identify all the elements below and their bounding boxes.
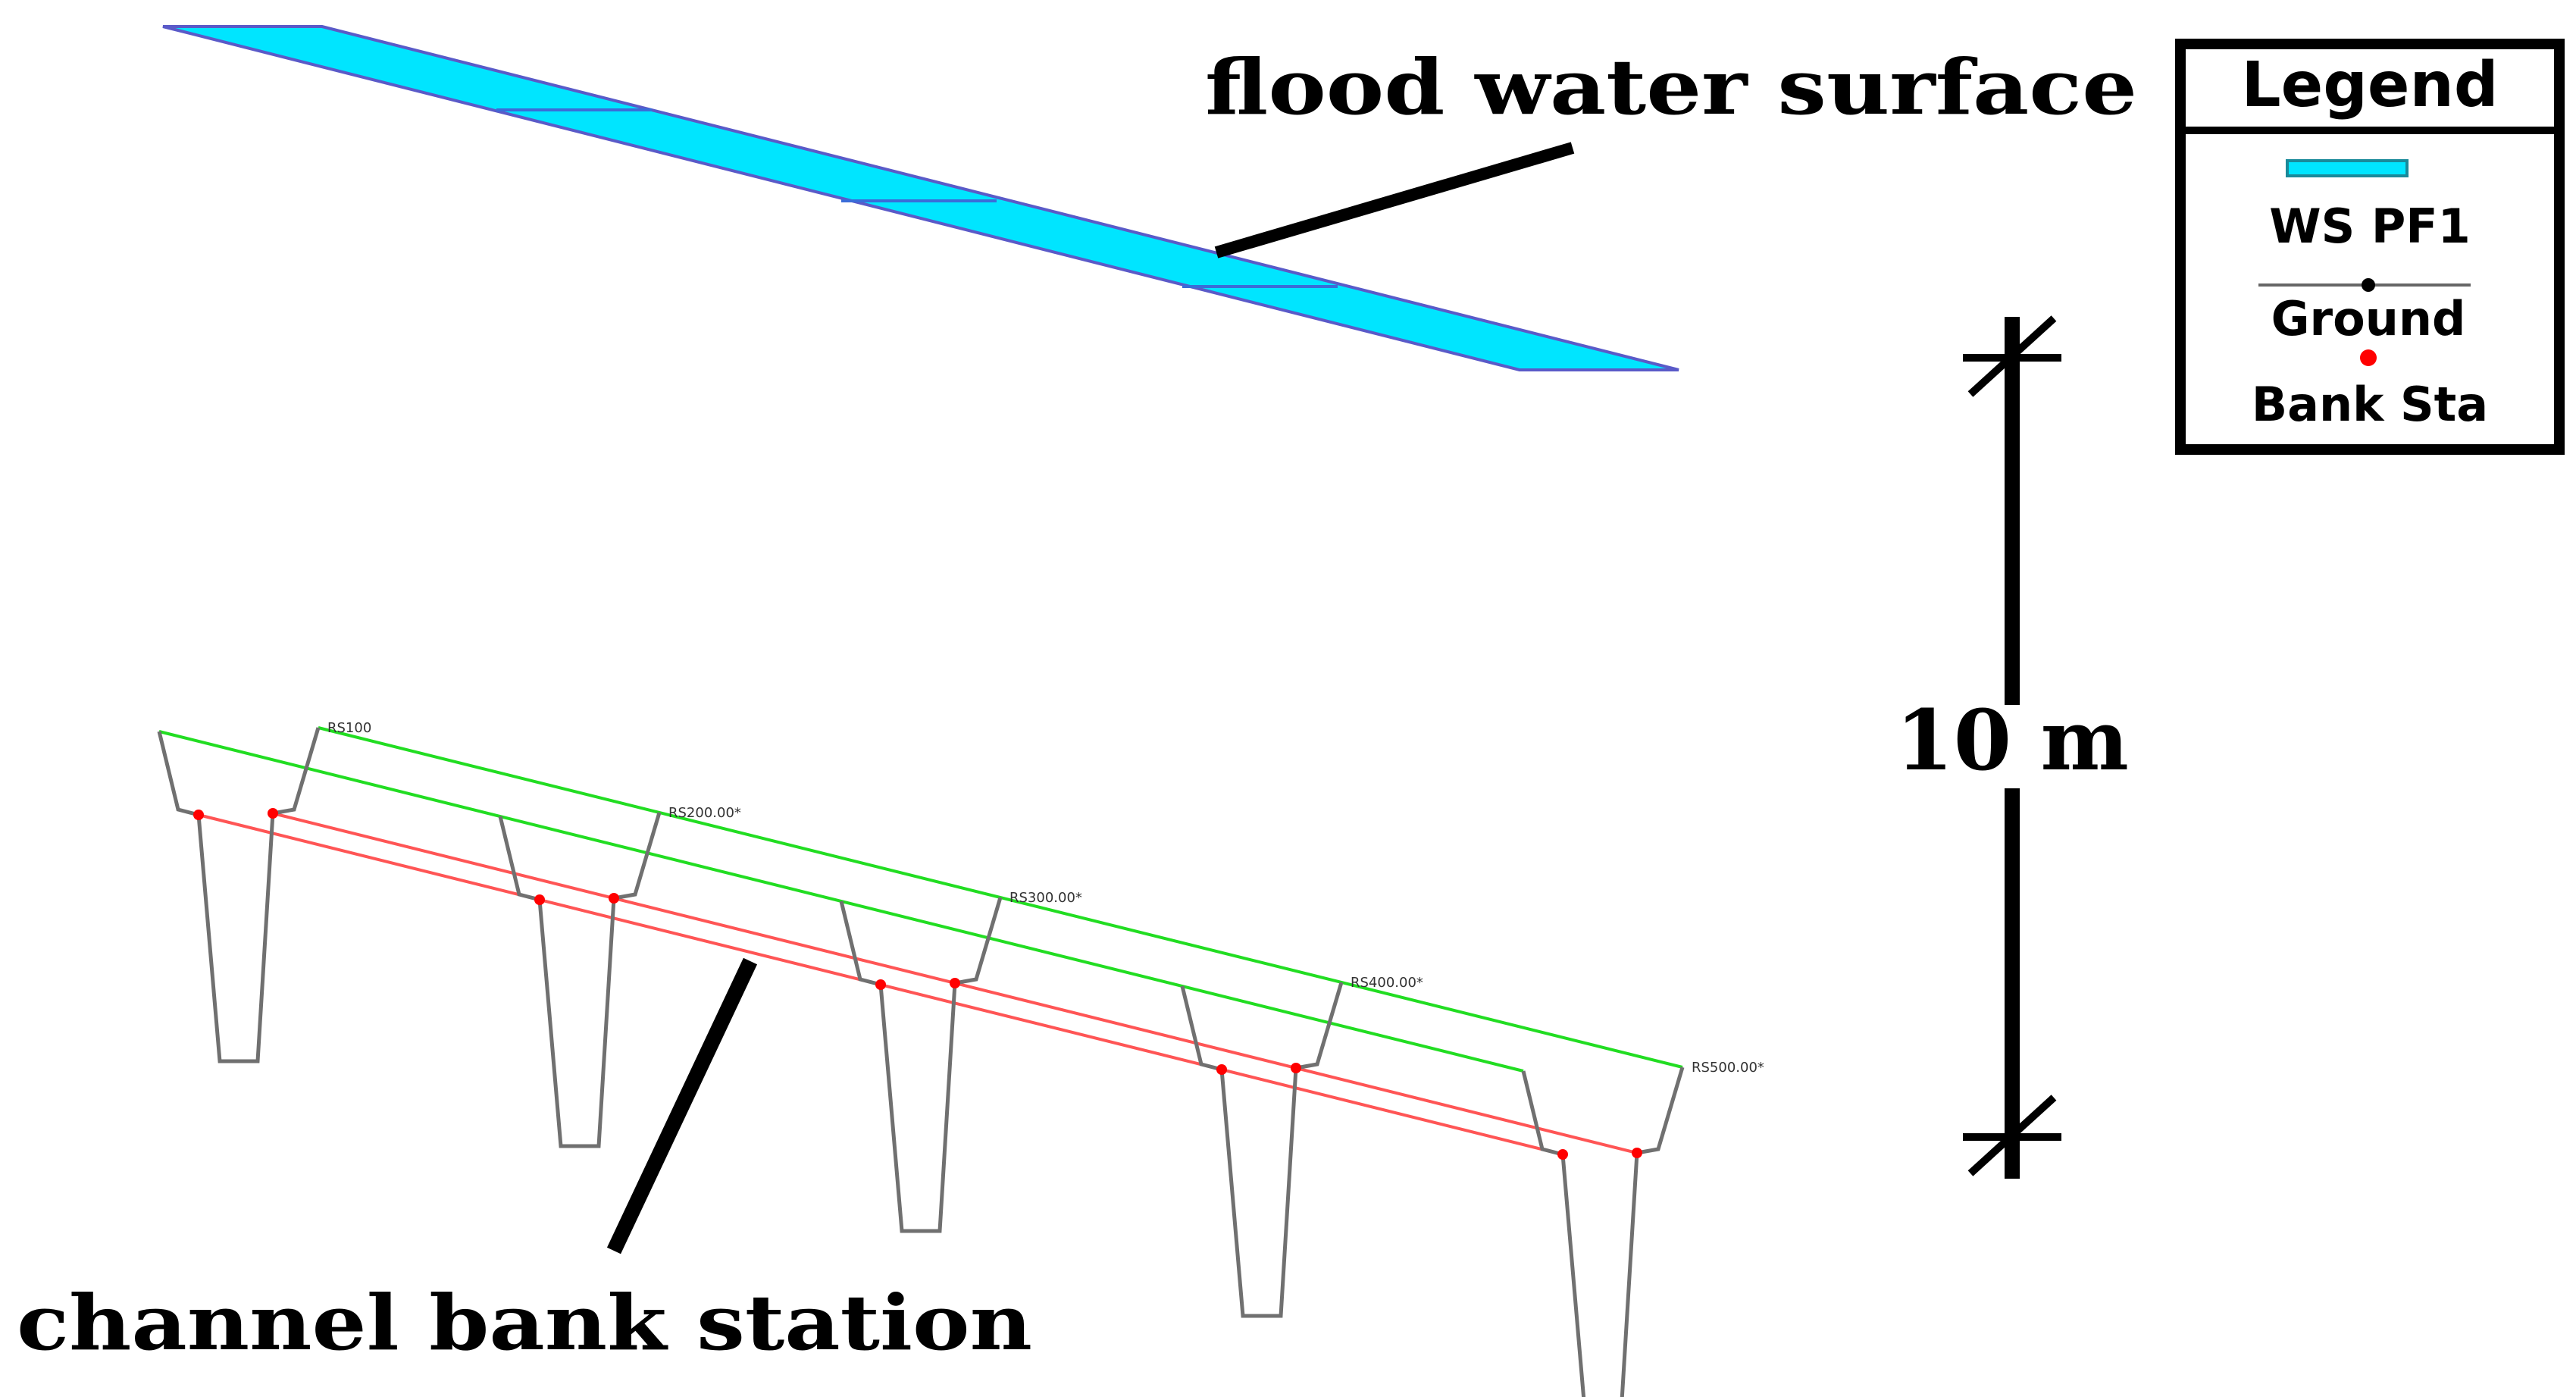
bank-station-point bbox=[1557, 1149, 1568, 1160]
legend-title: Legend bbox=[2241, 49, 2498, 121]
bank-station-point bbox=[1632, 1148, 1642, 1158]
bank-station-point bbox=[1216, 1064, 1227, 1075]
bank-station-point bbox=[875, 979, 886, 990]
flood-water-surface bbox=[162, 25, 1679, 371]
bank-leader-line bbox=[606, 957, 758, 1254]
legend-frame bbox=[2175, 39, 2565, 455]
channel-bank-station-label: channel bank station bbox=[17, 1278, 1032, 1367]
legend-ground-point bbox=[2362, 278, 2375, 292]
ground-cross-section bbox=[157, 727, 321, 1063]
water-surface-polygon bbox=[162, 25, 1679, 371]
flood-water-surface-label: flood water surface bbox=[1205, 42, 2137, 132]
bank-station-point bbox=[534, 894, 545, 905]
station-label: RS300.00* bbox=[1009, 890, 1082, 906]
ground-cross-section bbox=[498, 812, 662, 1148]
bank-station-point bbox=[609, 893, 619, 904]
station-label: RS200.00* bbox=[668, 805, 741, 821]
legend-ground-label: Ground bbox=[2271, 291, 2466, 346]
bank-station-point bbox=[268, 808, 278, 819]
ground-cross-section bbox=[1521, 1067, 1685, 1397]
legend-ws-swatch bbox=[2286, 159, 2409, 177]
station-label: RS400.00* bbox=[1351, 975, 1423, 991]
legend: Legend WS PF1 Ground Bank Sta bbox=[2175, 39, 2565, 455]
legend-ws-label: WS PF1 bbox=[2269, 199, 2471, 254]
bank-station-point bbox=[193, 810, 204, 820]
scale-tick-bottom-slant bbox=[1967, 1095, 2057, 1176]
bank-station-point bbox=[950, 978, 960, 988]
ground-cross-section bbox=[1180, 982, 1344, 1318]
scale-tick-top-slant bbox=[1967, 315, 2057, 397]
flood-leader-line bbox=[1214, 142, 1575, 258]
scale-bar: 10 m bbox=[1895, 315, 2129, 1179]
legend-bank-label: Bank Sta bbox=[2252, 377, 2488, 432]
scale-bar-label: 10 m bbox=[1895, 691, 2129, 789]
bank-station-point bbox=[1291, 1063, 1301, 1073]
ground-cross-section bbox=[839, 897, 1003, 1233]
station-label: RS100 bbox=[327, 720, 371, 736]
station-label: RS500.00* bbox=[1692, 1060, 1764, 1076]
legend-bank-point bbox=[2360, 349, 2377, 366]
